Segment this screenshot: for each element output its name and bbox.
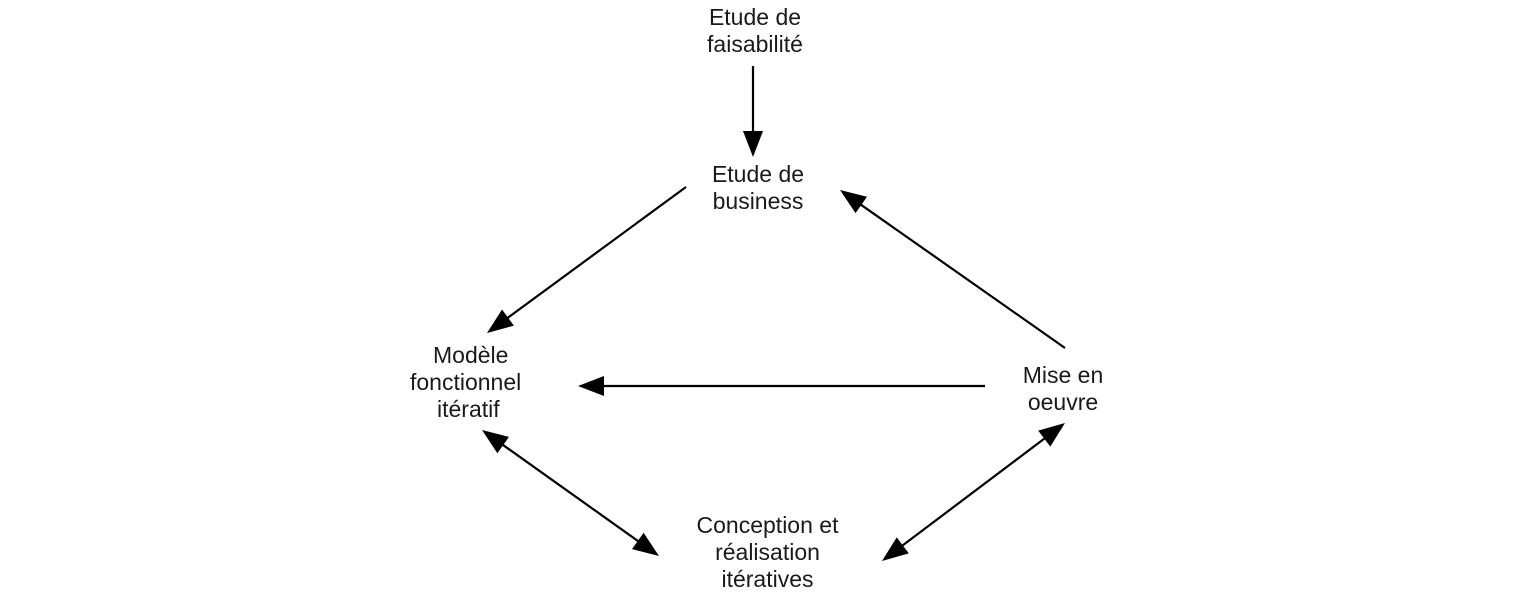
- edges-layer: [482, 66, 1066, 561]
- edge-functional-model-to-design-build: [482, 430, 659, 556]
- node-feasibility-study-line-1: Etude de: [708, 4, 802, 30]
- node-implementation-line-1: Mise en: [1022, 362, 1104, 388]
- node-feasibility-study: Etude de faisabilité: [675, 4, 835, 58]
- arrowhead: [882, 537, 909, 561]
- arrowhead: [1038, 423, 1065, 447]
- edge-feasibility-to-business: [743, 66, 763, 157]
- edge-line: [500, 443, 641, 543]
- node-functional-model: Modèle fonctionnel itératif: [410, 342, 580, 423]
- arrowhead: [632, 532, 659, 556]
- node-business-study-line-1: Etude de: [711, 161, 805, 187]
- arrowhead: [482, 430, 509, 454]
- arrowhead: [578, 376, 604, 396]
- node-business-study: Etude de business: [683, 161, 833, 215]
- node-implementation: Mise en oeuvre: [993, 362, 1133, 416]
- arrowhead: [743, 131, 763, 157]
- node-design-build-line-3: itératives: [721, 566, 814, 592]
- edge-line: [505, 186, 687, 320]
- edge-implementation-to-functional-model: [578, 376, 985, 396]
- node-functional-model-line-2: fonctionnel: [410, 369, 522, 395]
- edge-design-build-to-implementation: [882, 423, 1065, 561]
- edge-line: [859, 202, 1066, 349]
- node-business-study-line-2: business: [712, 188, 804, 214]
- node-design-build-line-1: Conception et: [696, 512, 839, 538]
- node-design-build: Conception et réalisation itératives: [660, 512, 875, 593]
- node-functional-model-line-3: itératif: [437, 396, 500, 422]
- node-implementation-line-2: oeuvre: [1027, 389, 1099, 415]
- node-feasibility-study-line-2: faisabilité: [707, 31, 803, 57]
- node-functional-model-line-1: Modèle: [433, 342, 509, 368]
- edge-business-to-functional-model: [487, 186, 687, 333]
- edge-line: [900, 436, 1047, 548]
- arrowhead: [840, 190, 868, 214]
- edge-implementation-to-business: [840, 190, 1066, 349]
- arrowhead: [487, 309, 514, 333]
- node-design-build-line-2: réalisation: [715, 539, 820, 565]
